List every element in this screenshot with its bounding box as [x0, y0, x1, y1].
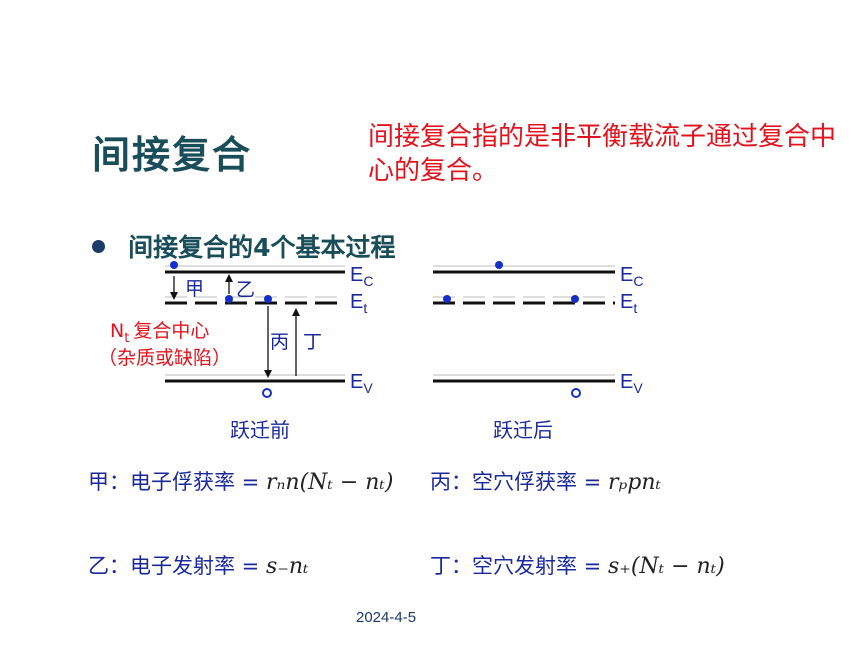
trap-electron-dot-after-2 [571, 295, 579, 303]
bullet-text: 间接复合的4个基本过程 [128, 233, 396, 262]
label-et-before: Et [350, 291, 367, 316]
formula-yi-label: 乙：电子发射率 = [88, 554, 260, 578]
trap-electron-dot [225, 295, 233, 303]
caption-before: 跃迁前 [230, 418, 290, 442]
label-ec-after: EC [620, 264, 643, 289]
hole-circle-after [571, 388, 581, 398]
formula-jia: 甲：电子俘获率 = rₙn(Nₜ − nₜ) [88, 466, 393, 496]
formula-ding-label: 丁：空穴发射率 = [430, 554, 602, 578]
formula-jia-math: rₙn(Nₜ − nₜ) [265, 470, 394, 495]
nt-note: （杂质或缺陷） [98, 347, 231, 369]
definition-text: 间接复合指的是非平衡载流子通过复合中心的复合。 [368, 122, 837, 186]
bullet-dot-icon [92, 239, 105, 253]
formula-bing: 丙：空穴俘获率 = rₚpnₜ [430, 466, 661, 496]
formula-ding-math: s₊(Nₜ − nₜ) [607, 554, 725, 579]
formula-jia-label: 甲：电子俘获率 = [88, 470, 260, 494]
trap-electron-dot-after-1 [443, 295, 451, 303]
label-ev-after: EV [620, 371, 643, 396]
slide-title: 间接复合 [92, 133, 253, 177]
arrow-yi [225, 274, 233, 282]
formula-yi: 乙：电子发射率 = s₋nₜ [88, 550, 308, 580]
formula-bing-math: rₚpnₜ [607, 470, 661, 495]
label-et-after: Et [620, 291, 637, 316]
process-yi-label: 乙 [236, 279, 255, 301]
label-ec-before: EC [350, 264, 373, 289]
formula-yi-math: s₋nₜ [265, 554, 309, 579]
process-bing-label: 丙 [270, 331, 289, 353]
caption-after: 跃迁后 [493, 418, 553, 442]
arrow-ding [292, 308, 300, 316]
electron-dot-after [495, 261, 503, 269]
formula-ding: 丁：空穴发射率 = s₊(Nₜ − nₜ) [430, 550, 725, 580]
arrow-bing [264, 370, 272, 378]
footer-date: 2024-4-5 [356, 609, 417, 626]
formula-bing-label: 丙：空穴俘获率 = [430, 470, 602, 494]
process-ding-label: 丁 [303, 331, 322, 353]
bullet-item: 间接复合的4个基本过程 [92, 228, 396, 264]
label-ev-before: EV [350, 371, 373, 396]
process-jia-label: 甲 [185, 278, 204, 300]
electron-dot [170, 261, 178, 269]
trap-electron-dot-2 [264, 295, 272, 303]
hole-circle [262, 388, 272, 398]
arrow-jia [170, 292, 178, 300]
